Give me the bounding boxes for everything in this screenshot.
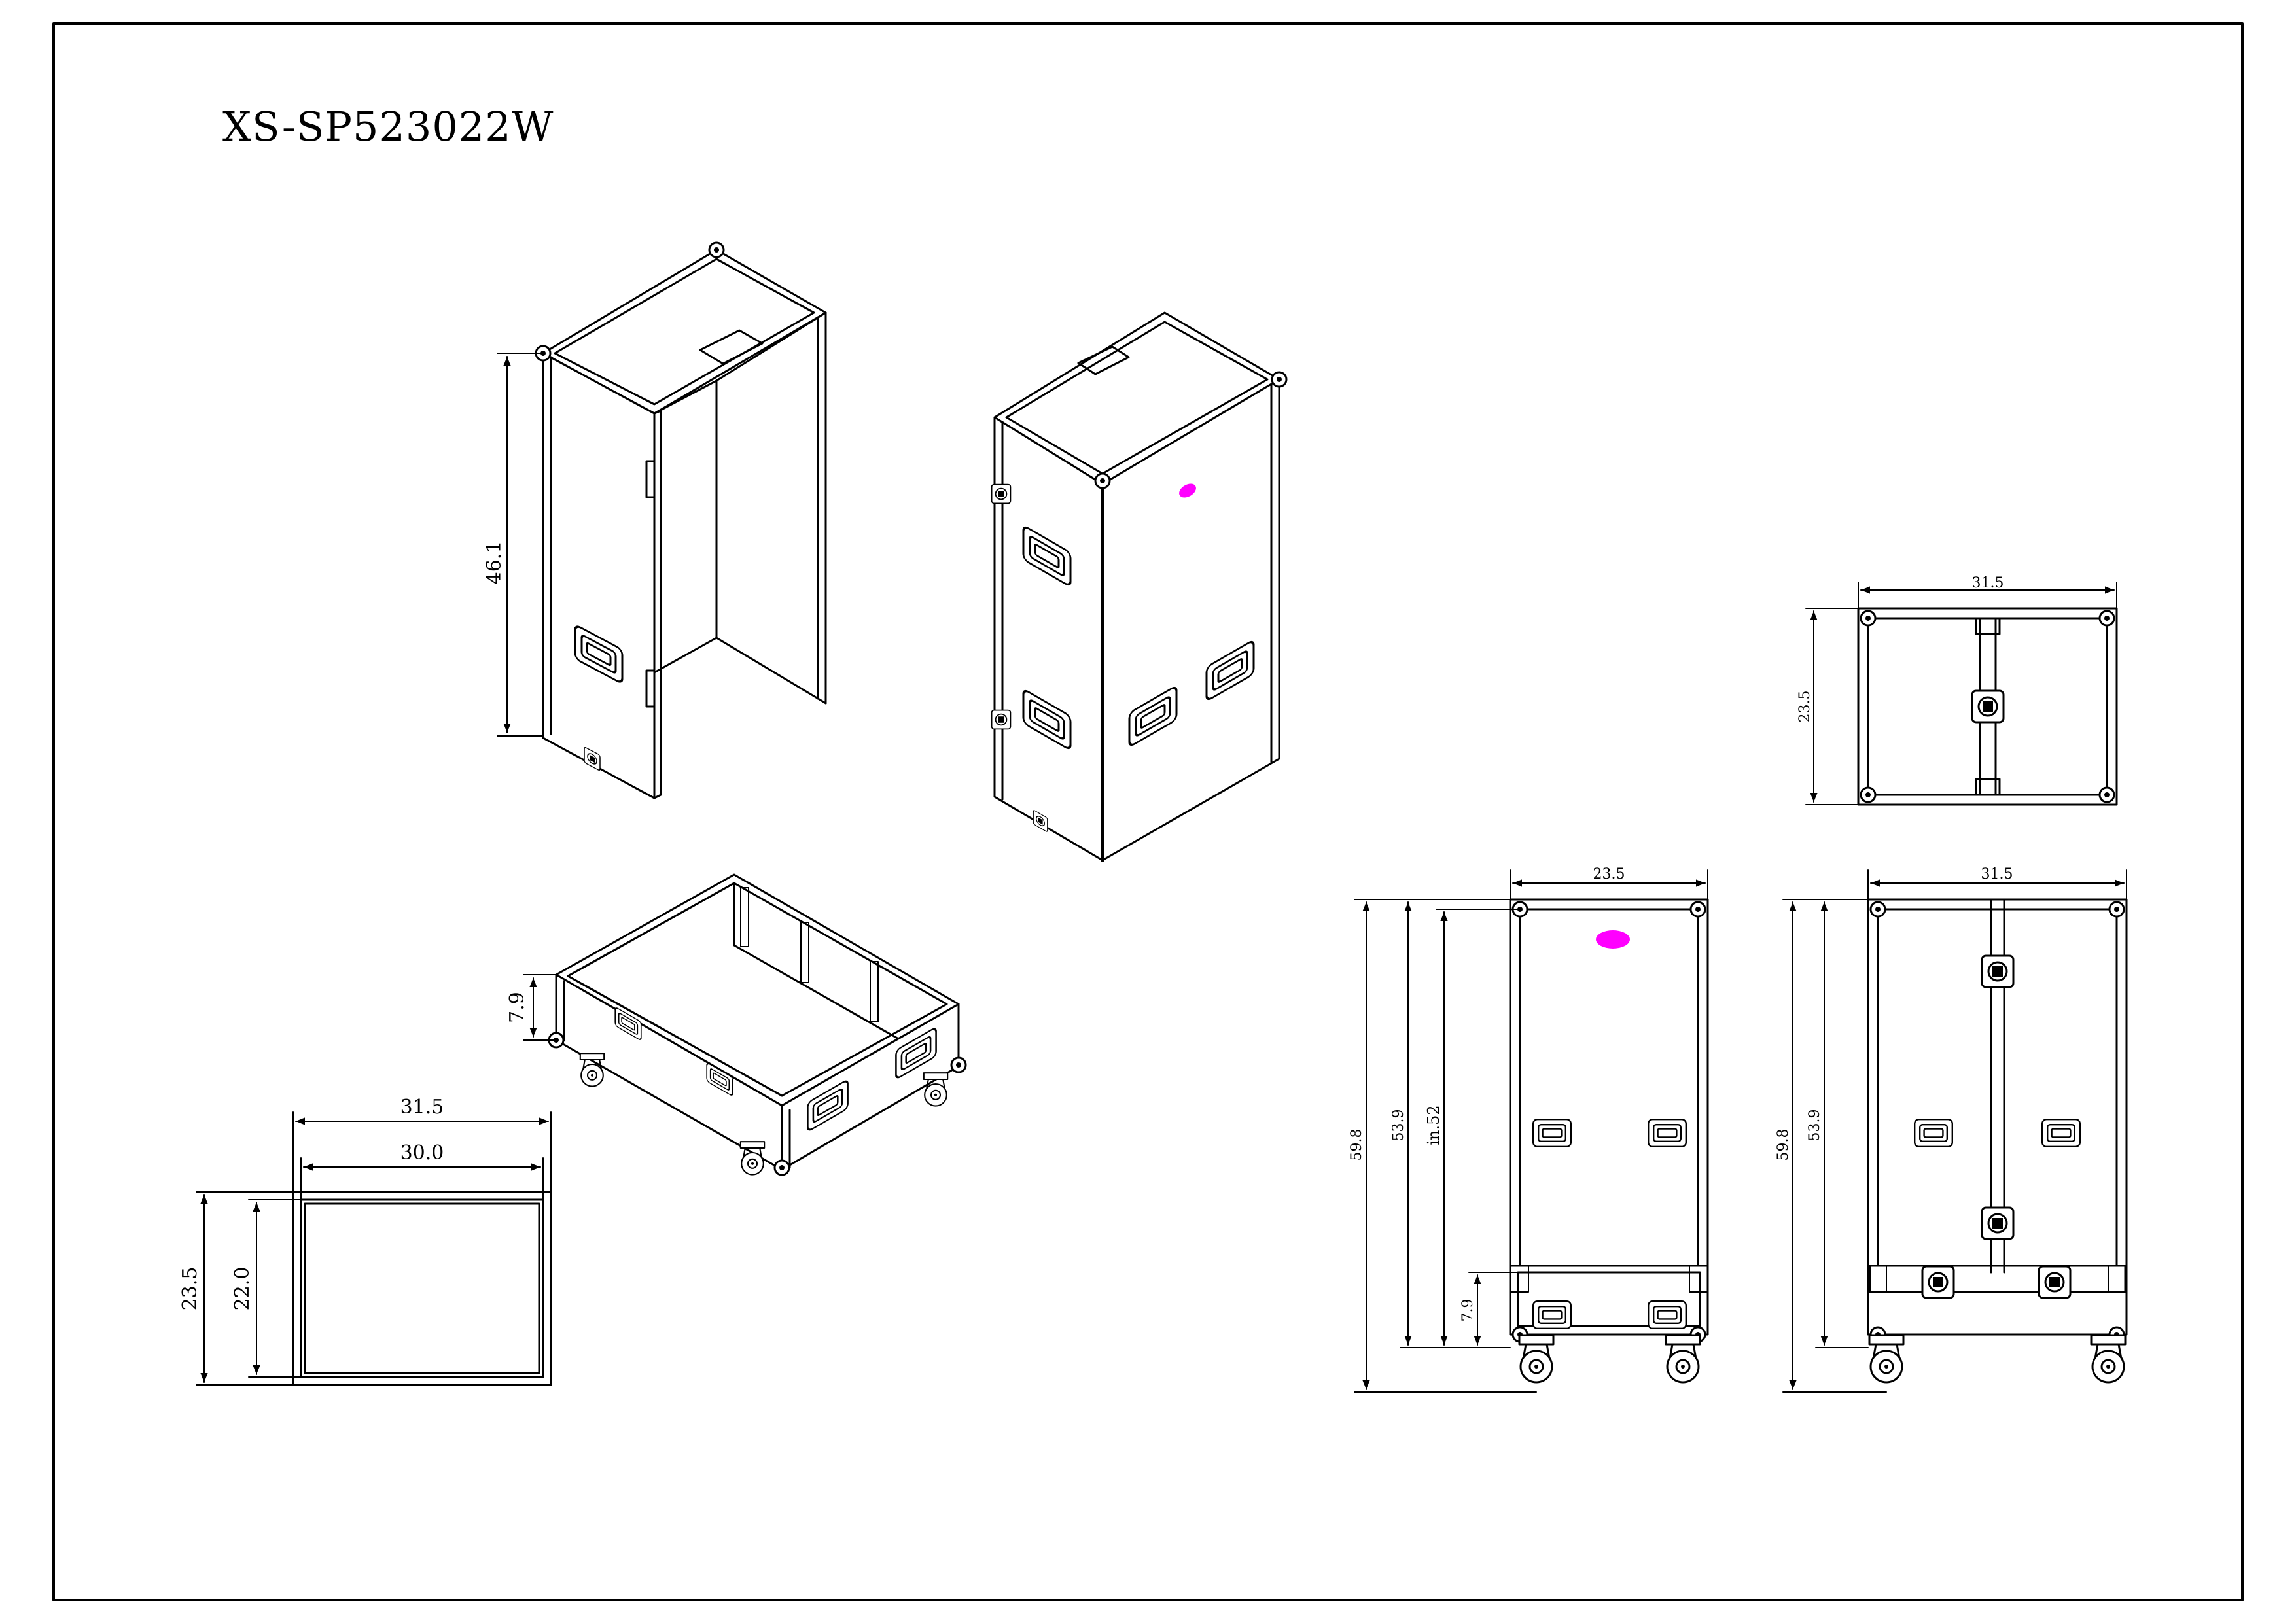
- dimension-side-view: [1354, 869, 1708, 1393]
- dimension-label-46-1: 46.1: [483, 541, 506, 585]
- dimension-label-31-5-top: 31.5: [1972, 575, 2004, 591]
- dimension-label-31-5-front: 31.5: [1981, 866, 2013, 882]
- dimension-label-22-0-plan: 22.0: [231, 1267, 254, 1311]
- base-plan-view: [292, 1191, 552, 1386]
- dimension-label-53-9-front: 53.9: [1807, 1109, 1823, 1142]
- dimension-front-view: [1782, 869, 2127, 1393]
- dimension-iso-base-height: [523, 974, 557, 1041]
- drawing-title: XS-SP523022W: [222, 103, 554, 150]
- dimension-label-7-9-iso: 7.9: [506, 992, 529, 1023]
- dimension-iso-lid-height: [497, 353, 544, 737]
- dimension-label-30-0-plan: 30.0: [400, 1142, 444, 1164]
- dimension-label-53-9-side: 53.9: [1390, 1109, 1407, 1142]
- dimension-label-23-5-plan: 23.5: [179, 1267, 202, 1311]
- iso-lid-open-view: [535, 241, 827, 799]
- iso-base-tray-view: [548, 873, 967, 1176]
- dimension-plan-widths: [196, 1111, 552, 1386]
- dimension-label-in-52-side: in.52: [1424, 1105, 1443, 1145]
- dimension-label-59-8-front: 59.8: [1775, 1129, 1792, 1161]
- marker-magenta: [1179, 483, 1196, 498]
- dimension-label-31-5-plan: 31.5: [400, 1096, 444, 1119]
- dimension-label-23-5-top: 23.5: [1797, 691, 1813, 723]
- sheet-border: [52, 22, 2244, 1601]
- iso-closed-case-view: [991, 311, 1288, 862]
- top-view: [1857, 607, 2118, 806]
- dimension-top-view: [1805, 582, 2117, 805]
- marker-magenta-side: [1596, 930, 1630, 949]
- front-view: [1867, 898, 2128, 1384]
- side-view: [1509, 898, 1709, 1384]
- dimension-label-7-9-side: 7.9: [1460, 1299, 1476, 1322]
- dimension-label-59-8-side: 59.8: [1349, 1129, 1365, 1161]
- dimension-label-23-5-side: 23.5: [1593, 866, 1625, 882]
